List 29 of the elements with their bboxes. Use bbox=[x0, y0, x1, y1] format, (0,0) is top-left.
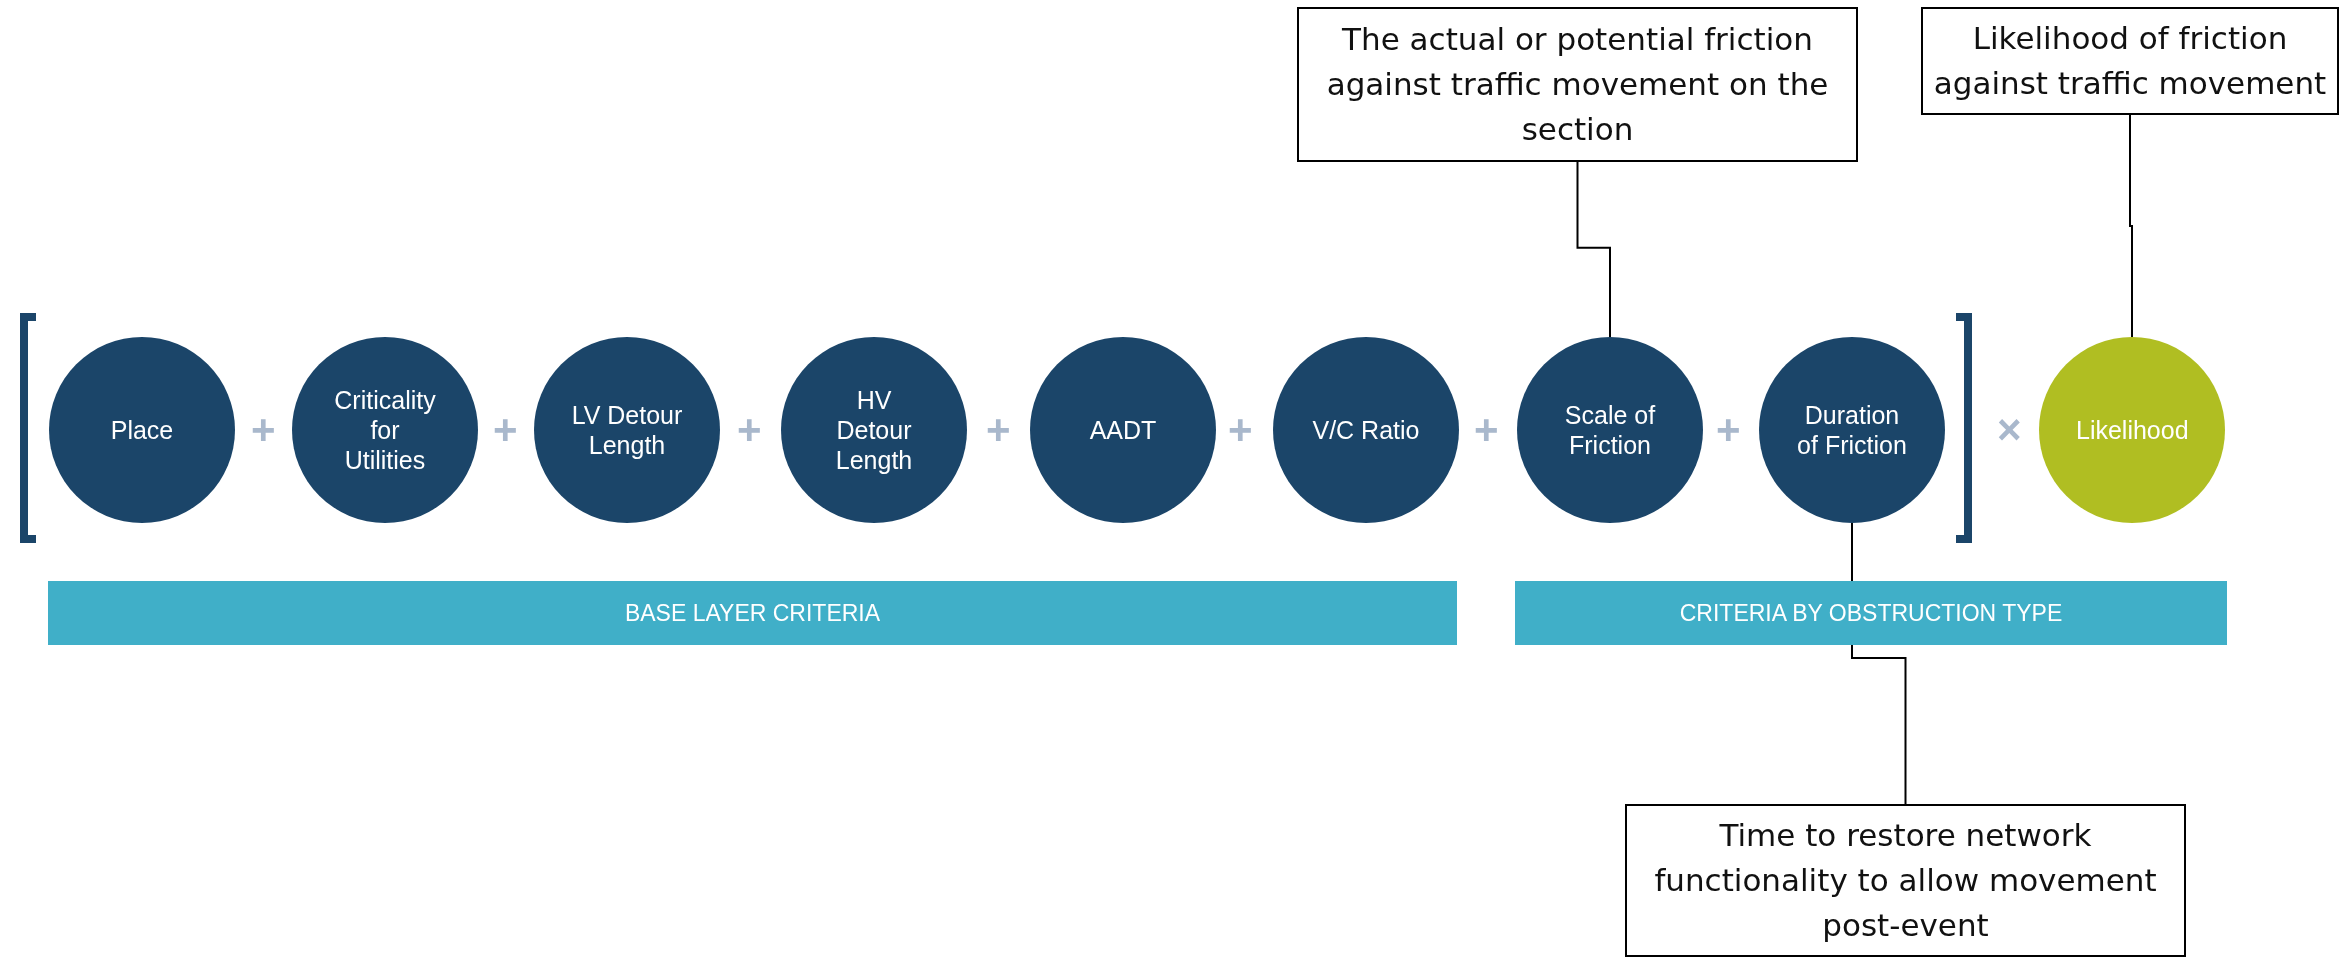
callout-box bbox=[1921, 7, 2339, 115]
plus-sign: + bbox=[737, 409, 762, 451]
plus-sign: + bbox=[251, 409, 276, 451]
circle-label: Scale of Friction bbox=[1563, 400, 1657, 460]
multiply-sign: × bbox=[1997, 409, 2022, 451]
callout-text: Likelihood of friction against traffic movement bbox=[1933, 19, 2327, 103]
circle-label: V/C Ratio bbox=[1311, 415, 1421, 445]
callout-text: Time to restore network functionality to allow movement post-event bbox=[1653, 816, 2158, 945]
callout-box bbox=[1297, 7, 1858, 162]
callout-text: The actual or potential friction against traffic movement on the section bbox=[1325, 20, 1830, 149]
plus-sign: + bbox=[986, 409, 1011, 451]
circle-label: Criticality for Utilities bbox=[333, 385, 437, 475]
category-band bbox=[1515, 581, 2227, 645]
callout-box bbox=[1625, 804, 2186, 957]
circle-label: AADT bbox=[1088, 415, 1158, 445]
plus-sign: + bbox=[1228, 409, 1253, 451]
plus-sign: + bbox=[1716, 409, 1741, 451]
circle-label: LV Detour Length bbox=[571, 400, 683, 460]
circle-label: Likelihood bbox=[2076, 415, 2188, 445]
plus-sign: + bbox=[1474, 409, 1499, 451]
leader-line bbox=[1576, 161, 1611, 338]
category-band bbox=[48, 581, 1457, 645]
circle-label: Duration of Friction bbox=[1796, 400, 1908, 460]
band-label: CRITERIA BY OBSTRUCTION TYPE bbox=[1679, 599, 2063, 627]
leader-line bbox=[2129, 114, 2133, 338]
band-label: BASE LAYER CRITERIA bbox=[624, 599, 881, 627]
circle-label: Place bbox=[109, 415, 175, 445]
circle-label: HV Detour Length bbox=[834, 385, 914, 475]
plus-sign: + bbox=[493, 409, 518, 451]
